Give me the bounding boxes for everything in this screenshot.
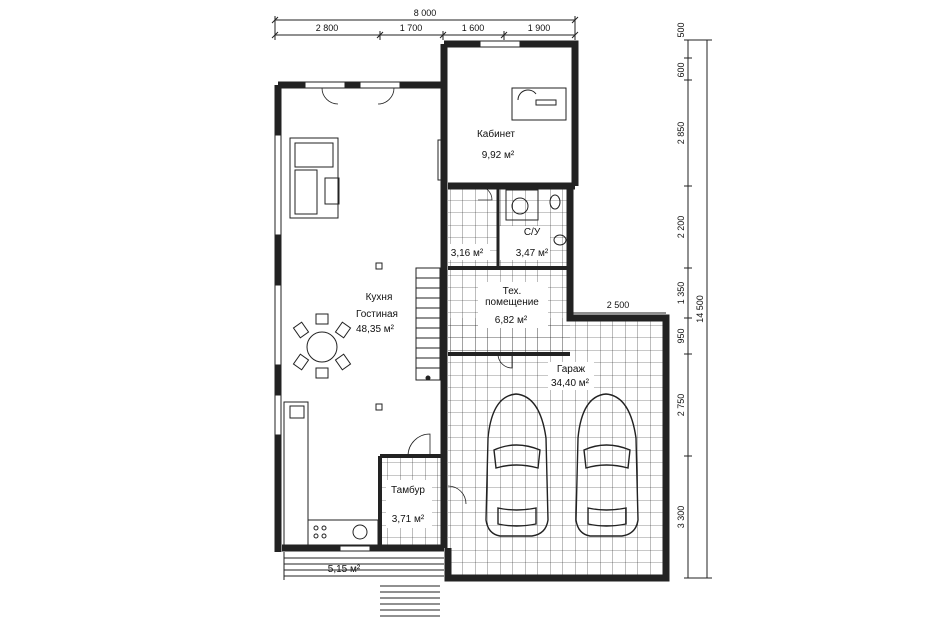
top-dim-2: 1 700 [400,23,423,33]
porch-area: 5,15 м² [328,564,361,575]
doors [321,87,513,505]
living-name-1: Кухня [366,292,393,303]
vestibule-area: 3,71 м² [392,514,425,525]
bath-b-area: 3,47 м² [516,248,549,259]
tech-name-1: Тех. [503,286,522,297]
right-dim-7: 2 750 [676,394,686,417]
dining-table-icon [292,313,352,379]
right-dimension-lines [684,39,712,579]
sofa-icon [289,137,340,219]
tech-name-2: помещение [485,297,539,308]
garage-area: 34,40 м² [551,378,590,389]
garage-name: Гараж [557,364,586,375]
top-dim-3: 1 600 [462,23,485,33]
top-dimension-lines [271,16,579,40]
tv-icon [437,139,443,181]
right-dim-8: 3 300 [676,506,686,529]
top-dim-1: 2 800 [316,23,339,33]
overall-width-dim: 8 000 [414,8,437,18]
kitchen-counter-icon [283,401,379,547]
overall-height-dim: 14 500 [695,295,705,323]
bath-b-name: С/У [524,227,541,238]
right-dim-3: 2 850 [676,122,686,145]
living-name-2: Гостиная [356,309,398,320]
cabinet-name: Кабинет [477,128,515,140]
cabinet-area: 9,92 м² [482,150,515,161]
desk-icon [511,87,567,121]
bath-a-area: 3,16 м² [451,248,484,259]
garage-width-dim: 2 500 [607,300,630,310]
toilet-fixtures-icon [505,189,567,246]
vestibule-name: Тамбур [391,484,425,496]
column-markers [375,262,383,411]
porch [283,552,444,617]
top-dim-4: 1 900 [528,23,551,33]
living-area: 48,35 м² [356,324,395,335]
right-dim-1: 500 [676,22,686,37]
staircase-icon [415,267,441,381]
right-dim-2: 600 [676,62,686,77]
car-left-icon [485,393,549,537]
right-dim-4: 2 200 [676,216,686,239]
car-right-icon [575,393,639,537]
tiled-floors [380,186,666,576]
right-dim-6: 950 [676,328,686,343]
windows [274,40,521,552]
tech-area: 6,82 м² [495,315,528,326]
right-dim-5: 1 350 [676,282,686,305]
